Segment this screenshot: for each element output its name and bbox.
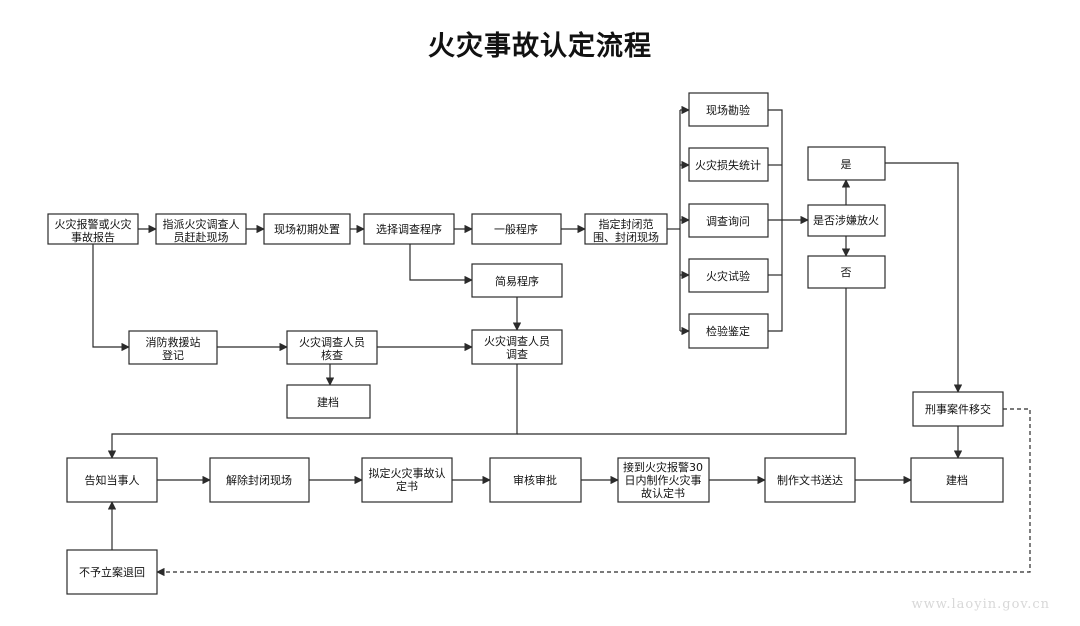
edge-no-notify: [517, 288, 847, 435]
svg-text:制作文书送达: 制作文书送达: [777, 473, 843, 487]
svg-text:火灾试验: 火灾试验: [706, 269, 750, 283]
node-verify: 火灾调查人员核查: [286, 330, 378, 365]
node-draft: 拟定火灾事故认定书: [361, 457, 453, 503]
node-yes: 是: [807, 146, 886, 181]
svg-text:审核审批: 审核审批: [513, 473, 557, 487]
node-reject: 不予立案退回: [66, 549, 158, 595]
svg-text:是否涉嫌放火: 是否涉嫌放火: [813, 213, 879, 227]
node-file1: 建档: [286, 384, 371, 419]
node-no: 否: [807, 255, 886, 289]
node-register: 消防救援站登记: [128, 330, 218, 365]
node-appraisal: 检验鉴定: [688, 313, 769, 349]
svg-text:火灾调查人员调查: 火灾调查人员调查: [484, 334, 550, 361]
svg-text:选择调查程序: 选择调查程序: [376, 222, 442, 236]
node-inquiry: 调查询问: [688, 203, 769, 238]
svg-text:火灾调查人员核查: 火灾调查人员核查: [299, 335, 365, 362]
node-survey: 现场勘验: [688, 92, 769, 127]
node-arson: 是否涉嫌放火: [807, 204, 886, 237]
svg-text:拟定火灾事故认定书: 拟定火灾事故认定书: [369, 466, 446, 493]
node-test: 火灾试验: [688, 258, 769, 293]
node-file2: 建档: [910, 457, 1004, 503]
svg-text:建档: 建档: [946, 473, 968, 487]
node-notify: 告知当事人: [66, 457, 158, 503]
svg-text:解除封闭现场: 解除封闭现场: [226, 473, 292, 487]
svg-text:是: 是: [841, 158, 852, 171]
node-report: 火灾报警或火灾事故报告: [47, 213, 139, 245]
page-title: 火灾事故认定流程: [428, 31, 652, 62]
node-simple: 简易程序: [471, 263, 563, 298]
watermark: www.laoyin.gov.cn: [911, 597, 1050, 612]
svg-text:简易程序: 简易程序: [495, 274, 539, 288]
svg-text:消防救援站登记: 消防救援站登记: [146, 335, 201, 362]
svg-text:告知当事人: 告知当事人: [85, 473, 140, 487]
svg-text:调查询问: 调查询问: [706, 214, 750, 228]
node-loss: 火灾损失统计: [688, 147, 769, 182]
node-choose: 选择调查程序: [363, 213, 455, 245]
edge-criminal-reject-dashed: [156, 408, 1031, 577]
svg-text:建档: 建档: [317, 395, 339, 409]
edge-choose-simple: [409, 244, 473, 285]
node-unseal: 解除封闭现场: [209, 457, 310, 503]
node-criminal: 刑事案件移交: [912, 391, 1004, 427]
svg-text:火灾损失统计: 火灾损失统计: [695, 158, 761, 172]
svg-text:指派火灾调查人员赶赴现场: 指派火灾调查人员赶赴现场: [163, 217, 240, 244]
node-investigate: 火灾调查人员调查: [471, 329, 563, 365]
edge-investigate-notify: [107, 364, 518, 459]
edge-yes-criminal: [885, 162, 963, 393]
svg-text:不予立案退回: 不予立案退回: [79, 565, 145, 579]
svg-text:否: 否: [841, 266, 852, 279]
node-seal: 指定封闭范围、封闭现场: [584, 213, 668, 245]
svg-text:指定封闭范围、封闭现场: 指定封闭范围、封闭现场: [593, 217, 659, 244]
svg-text:现场初期处置: 现场初期处置: [274, 222, 340, 236]
svg-text:刑事案件移交: 刑事案件移交: [925, 402, 991, 416]
svg-text:现场勘验: 现场勘验: [706, 103, 750, 117]
node-dispatch: 指派火灾调查人员赶赴现场: [155, 213, 247, 245]
node-general: 一般程序: [471, 213, 562, 245]
edge-report-register: [92, 244, 130, 352]
svg-text:火灾报警或火灾事故报告: 火灾报警或火灾事故报告: [55, 217, 132, 244]
node-initial: 现场初期处置: [263, 213, 351, 245]
node-approve: 审核审批: [489, 457, 582, 503]
svg-text:一般程序: 一般程序: [494, 222, 538, 236]
node-deliver: 制作文书送达: [764, 457, 856, 503]
svg-text:检验鉴定: 检验鉴定: [706, 324, 750, 338]
